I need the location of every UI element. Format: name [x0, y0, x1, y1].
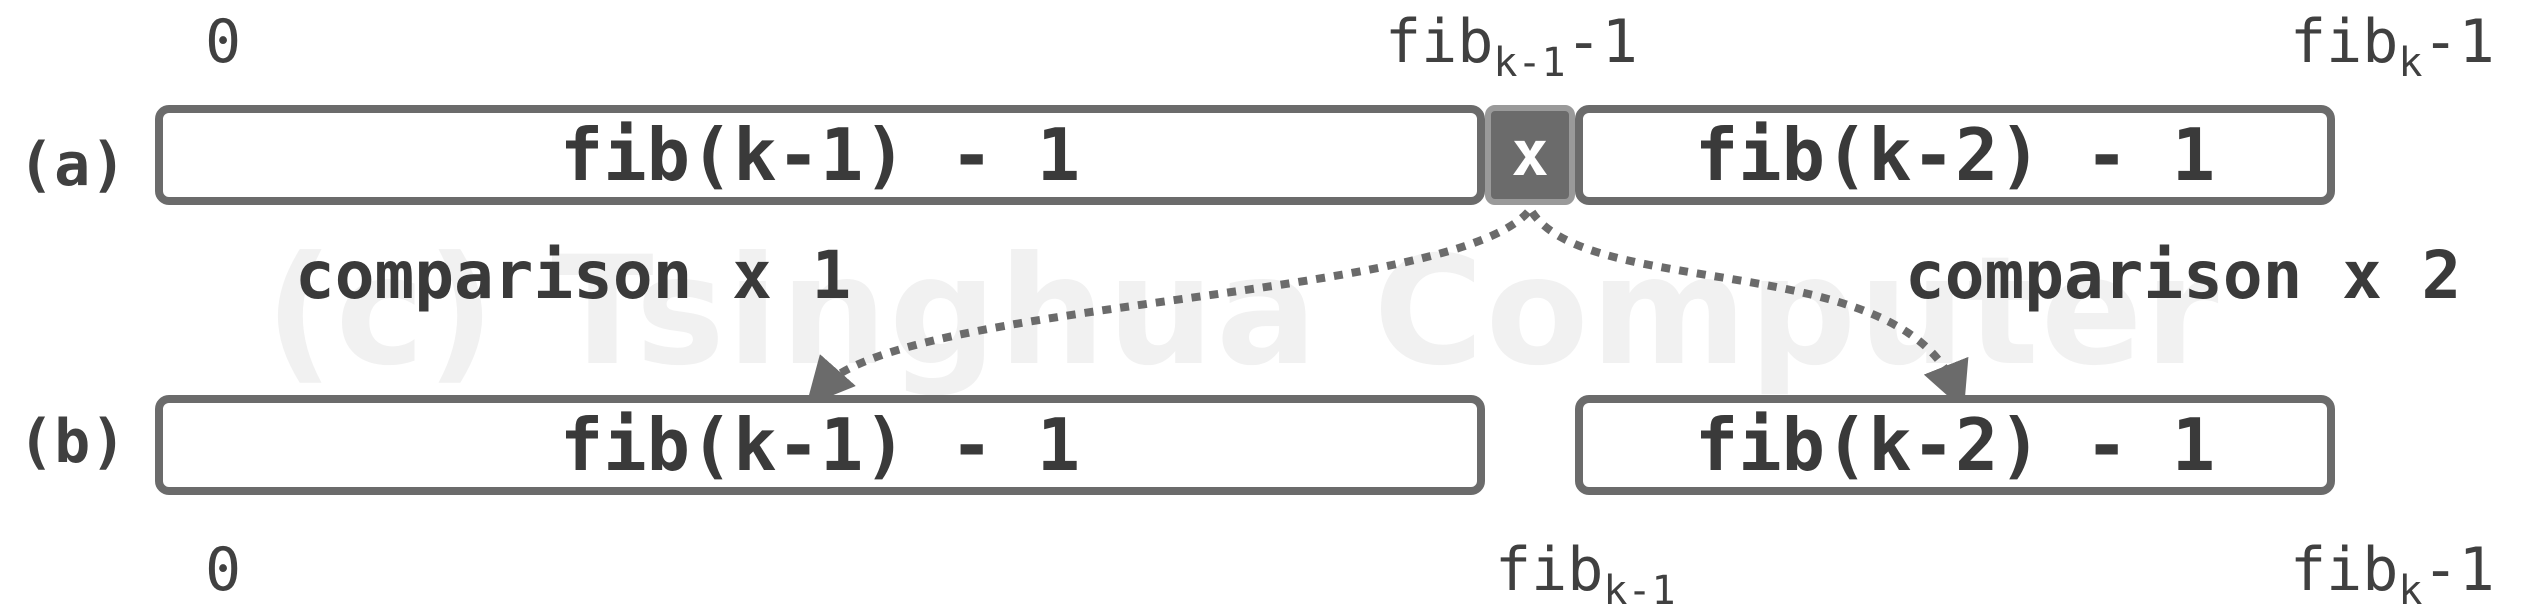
row-b-right-bar: fib(k-2) - 1 [1575, 395, 2335, 495]
bottom-tick-start: 0 [205, 535, 242, 605]
bottom-tick-end-base: fib [2290, 535, 2399, 605]
top-tick-mid-sub: k-1 [1493, 40, 1566, 86]
bottom-tick-mid-sub: k-1 [1603, 568, 1676, 614]
top-tick-end: fibk-1 [2290, 12, 2495, 83]
row-a-left-bar-label: fib(k-1) - 1 [559, 113, 1081, 197]
top-tick-end-base: fib [2290, 7, 2399, 77]
row-b-right-bar-label: fib(k-2) - 1 [1694, 403, 2216, 487]
bottom-tick-end-sub: k [2398, 568, 2423, 614]
top-tick-mid-suffix: -1 [1565, 7, 1638, 77]
row-a-left-bar: fib(k-1) - 1 [155, 105, 1485, 205]
top-tick-mid-base: fib [1385, 7, 1494, 77]
bottom-tick-end-suffix: -1 [2422, 535, 2495, 605]
top-tick-end-suffix: -1 [2422, 7, 2495, 77]
arrow-to-right-subarray [1528, 209, 1969, 411]
row-b-left-bar: fib(k-1) - 1 [155, 395, 1485, 495]
row-a-right-bar: fib(k-2) - 1 [1575, 105, 2335, 205]
pivot-x: x [1485, 105, 1575, 205]
top-tick-end-sub: k [2398, 40, 2423, 86]
comparison-right: comparison x 2 [1905, 237, 2462, 314]
row-a-right-bar-label: fib(k-2) - 1 [1694, 113, 2216, 197]
arrow-to-left-subarray [806, 209, 1531, 406]
bottom-tick-end: fibk-1 [2290, 540, 2495, 611]
bottom-tick-mid-base: fib [1495, 535, 1604, 605]
comparison-left: comparison x 1 [295, 237, 852, 314]
row-b-left-bar-label: fib(k-1) - 1 [559, 403, 1081, 487]
row-a-label: (a) [18, 130, 127, 200]
top-tick-mid: fibk-1-1 [1385, 12, 1638, 83]
bottom-tick-mid: fibk-1 [1495, 540, 1676, 611]
watermark: (c) Tsinghua Computer [265, 225, 2221, 399]
row-b-label: (b) [18, 407, 127, 477]
top-tick-start: 0 [205, 7, 242, 77]
